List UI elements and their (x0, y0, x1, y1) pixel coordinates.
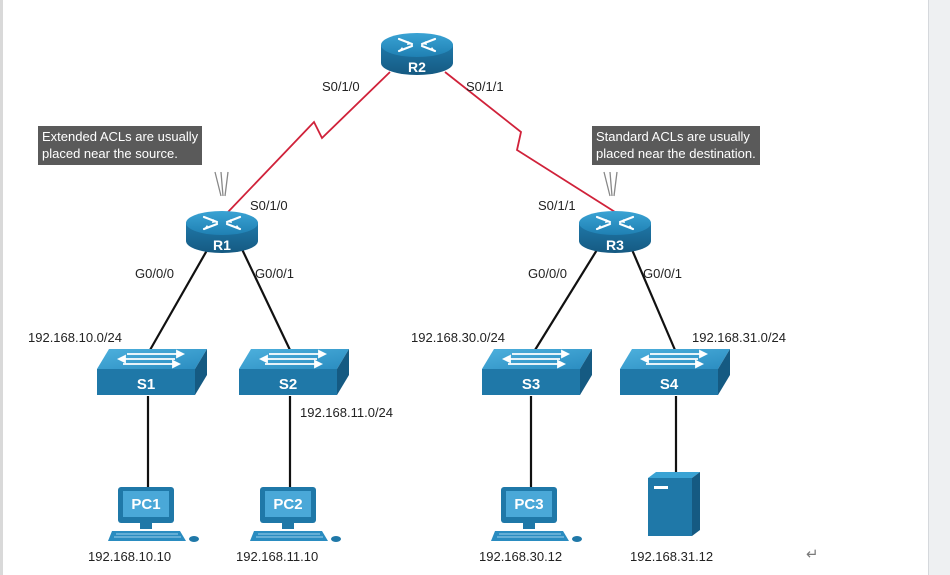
router-r3[interactable]: R3 (577, 209, 653, 255)
router-r2[interactable]: R2 (379, 31, 455, 77)
r2-s010-label: S0/1/0 (322, 79, 360, 94)
switch-s2-label: S2 (279, 376, 297, 393)
r1-s010-label: S0/1/0 (250, 198, 288, 213)
note-pointer-r3 (603, 171, 618, 197)
r3-s011-label: S0/1/1 (538, 198, 576, 213)
network-31-label: 192.168.31.0/24 (692, 330, 786, 345)
server[interactable] (648, 472, 700, 536)
router-r1[interactable]: R1 (184, 209, 260, 255)
note-extended-line2: placed near the source. (42, 146, 178, 161)
host-pc1-label: PC1 (131, 496, 160, 513)
network-11-label: 192.168.11.0/24 (300, 405, 393, 420)
serial-link-r2-r1 (227, 71, 391, 213)
ethernet-links (146, 244, 678, 488)
host-pc2[interactable]: PC2 (249, 486, 342, 543)
router-r2-label: R2 (408, 59, 426, 75)
right-gutter (928, 0, 950, 575)
note-pointer-r1 (214, 171, 229, 197)
host-pc3-label: PC3 (514, 496, 543, 513)
pc3-address: 192.168.30.12 (479, 549, 562, 564)
host-pc1[interactable]: PC1 (107, 486, 200, 543)
r1-g000-label: G0/0/0 (135, 266, 174, 281)
router-r3-label: R3 (606, 237, 624, 253)
switch-s4-label: S4 (660, 376, 679, 393)
network-10-label: 192.168.10.0/24 (28, 330, 122, 345)
switch-s2[interactable]: S2 (238, 348, 350, 396)
switch-s3-label: S3 (522, 376, 540, 393)
note-extended-acl: Extended ACLs are usually placed near th… (38, 126, 203, 165)
r1-g001-label: G0/0/1 (255, 266, 294, 281)
host-pc2-label: PC2 (273, 496, 302, 513)
serial-link-r2-r3 (444, 71, 616, 213)
network-30-label: 192.168.30.0/24 (411, 330, 505, 345)
switch-s1[interactable]: S1 (96, 348, 208, 396)
server-address: 192.168.31.12 (630, 549, 713, 564)
switch-s4[interactable]: S4 (619, 348, 731, 396)
host-pc3[interactable]: PC3 (490, 486, 583, 543)
switch-s1-label: S1 (137, 376, 155, 393)
pc2-address: 192.168.11.10 (236, 549, 318, 564)
note-standard-acl: Standard ACLs are usually placed near th… (592, 126, 760, 165)
r2-s011-label: S0/1/1 (466, 79, 504, 94)
return-symbol: ↵ (806, 545, 819, 563)
r3-g000-label: G0/0/0 (528, 266, 567, 281)
pc1-address: 192.168.10.10 (88, 549, 171, 564)
left-edge-bar (0, 0, 3, 575)
note-extended-line1: Extended ACLs are usually (42, 129, 199, 144)
note-standard-line1: Standard ACLs are usually (596, 129, 750, 144)
r3-g001-label: G0/0/1 (643, 266, 682, 281)
note-standard-line2: placed near the destination. (596, 146, 756, 161)
switch-s3[interactable]: S3 (481, 348, 593, 396)
router-r1-label: R1 (213, 237, 231, 253)
